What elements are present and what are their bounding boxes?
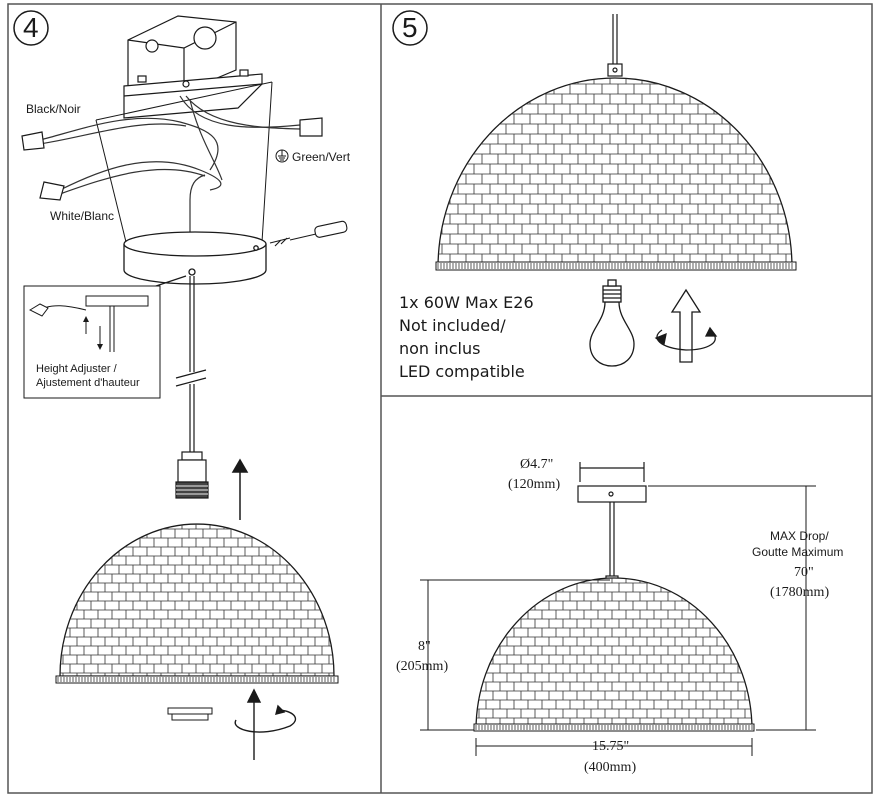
junction-box [123,15,263,119]
panel-borders [7,3,873,794]
shade-dome-step5 [435,77,797,271]
canopy-diameter-in: Ø4.7" [520,457,554,472]
shade-height-mm: (205mm) [396,659,449,674]
max-drop-label-en: MAX Drop/ [770,529,829,543]
step5-rod [607,14,623,77]
shade-height-in: 8" [418,639,431,654]
wires [39,95,301,240]
canopy-diameter-mm: (120mm) [508,477,561,492]
rotate-arrow-icon-step5 [654,288,718,363]
lamp-socket [175,451,209,499]
height-adjuster-label-fr: Ajustement d'hauteur [36,377,140,389]
shade-dome-dim [473,577,755,732]
pendant-cord [149,275,207,456]
bulb-spec-line1: 1x 60W Max E26 [399,293,534,312]
max-drop-in: 70" [794,565,814,580]
bulb-spec-line2: Not included/ [399,316,506,335]
step5-circle [392,10,428,46]
shade-width-mm: (400mm) [584,760,637,775]
shade-dome-left [55,523,339,684]
step4-circle [13,10,49,46]
canopy [123,231,267,285]
max-drop-label-fr: Goutte Maximum [752,545,844,559]
canopy-dim [577,462,647,503]
screwdriver-icon [269,220,348,247]
cord-dim [605,502,619,587]
ground-symbol-icon [275,149,289,163]
step5-number: 5 [402,12,418,43]
white-wire-label: White/Blanc [50,209,115,223]
up-arrow-icon [231,458,249,520]
socket-ring [167,707,213,721]
shade-width-in: 15.75" [592,739,630,754]
ground-wire-label: Green/Vert [292,150,351,164]
rotate-arrow-icon [234,688,297,760]
height-adjuster-inset [23,285,161,399]
height-adjuster-label-en: Height Adjuster / [36,363,117,375]
step4-number: 4 [23,12,39,43]
bulb-spec-line3: non inclus [399,339,481,358]
dimension-lines [420,485,816,756]
wire-nuts [21,117,323,201]
light-bulb-icon [589,279,635,367]
black-wire-label: Black/Noir [26,102,81,116]
bulb-spec-line4: LED compatible [399,362,525,381]
max-drop-mm: (1780mm) [770,585,830,600]
